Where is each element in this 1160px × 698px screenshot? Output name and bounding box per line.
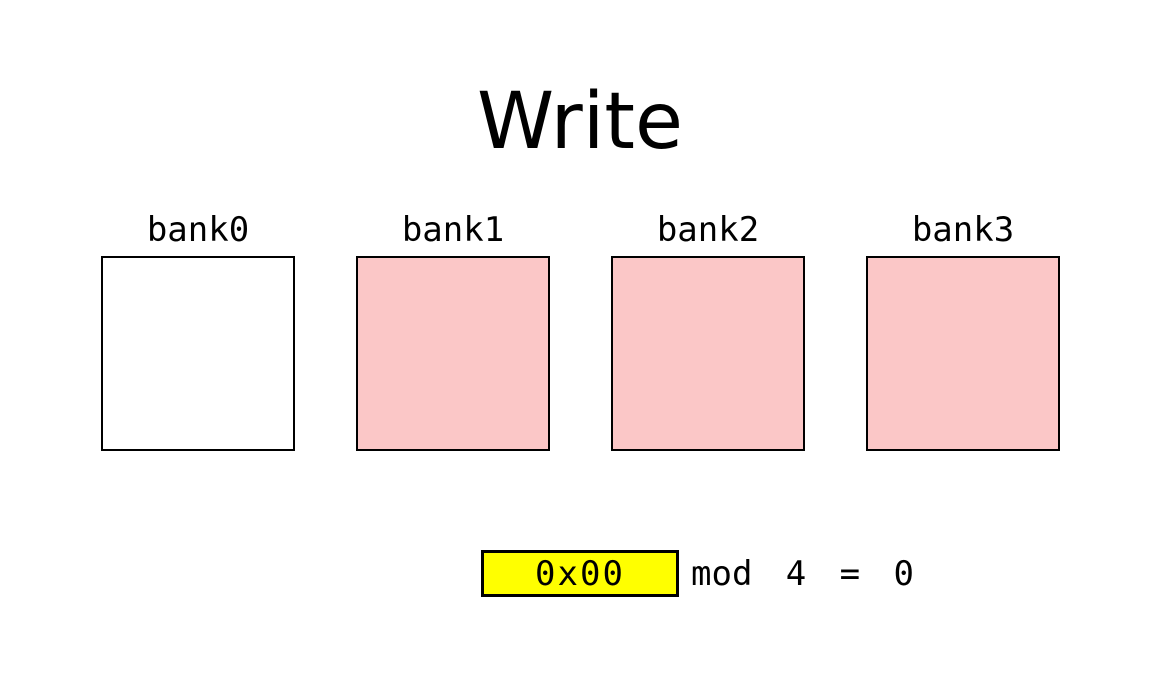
bank-group-1: bank1 [356, 208, 550, 451]
bank1-label: bank1 [401, 210, 505, 250]
address-value: 0x00 [535, 553, 625, 594]
bank0-label: bank0 [146, 210, 250, 250]
address-box: 0x00 [481, 550, 679, 597]
bank3-box [866, 256, 1060, 451]
banks-row: bank0 bank1 bank2 bank3 [101, 208, 1060, 451]
bank2-label: bank2 [656, 210, 760, 250]
diagram-title: Write [477, 77, 683, 167]
bank-group-3: bank3 [866, 208, 1060, 451]
bank3-label: bank3 [911, 210, 1015, 250]
address-row: 0x00 mod 4 = 0 [481, 550, 914, 597]
bank0-box [101, 256, 295, 451]
mod-equation: mod 4 = 0 [691, 553, 914, 594]
bank-group-2: bank2 [611, 208, 805, 451]
bank1-box [356, 256, 550, 451]
bank2-box [611, 256, 805, 451]
bank-group-0: bank0 [101, 208, 295, 451]
